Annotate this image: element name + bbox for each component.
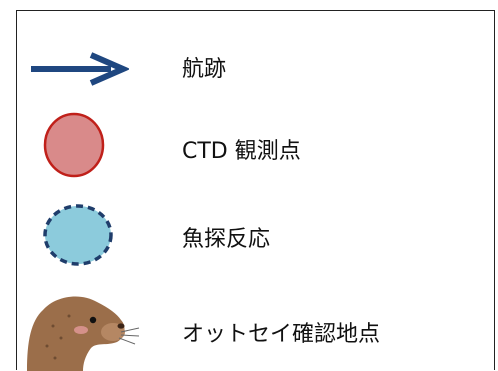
fur-seal-icon <box>27 296 140 371</box>
arrow-icon <box>31 52 129 86</box>
legend-item-fur-seal: オットセイ確認地点 <box>17 286 494 371</box>
legend-item-track: 航跡 <box>17 41 494 101</box>
legend-item-ctd: CTD 観測点 <box>17 111 494 178</box>
red-circle-icon <box>43 112 105 178</box>
dashed-blue-circle-icon <box>43 204 113 266</box>
legend-label-ctd: CTD 観測点 <box>182 139 301 164</box>
legend-label-track: 航跡 <box>182 57 227 82</box>
legend-item-echo: 魚探反応 <box>17 201 494 266</box>
legend-label-fur-seal: オットセイ確認地点 <box>182 322 381 347</box>
legend-label-echo: 魚探反応 <box>182 227 271 252</box>
legend-box: 航跡 CTD 観測点 魚探反応 <box>16 10 495 371</box>
